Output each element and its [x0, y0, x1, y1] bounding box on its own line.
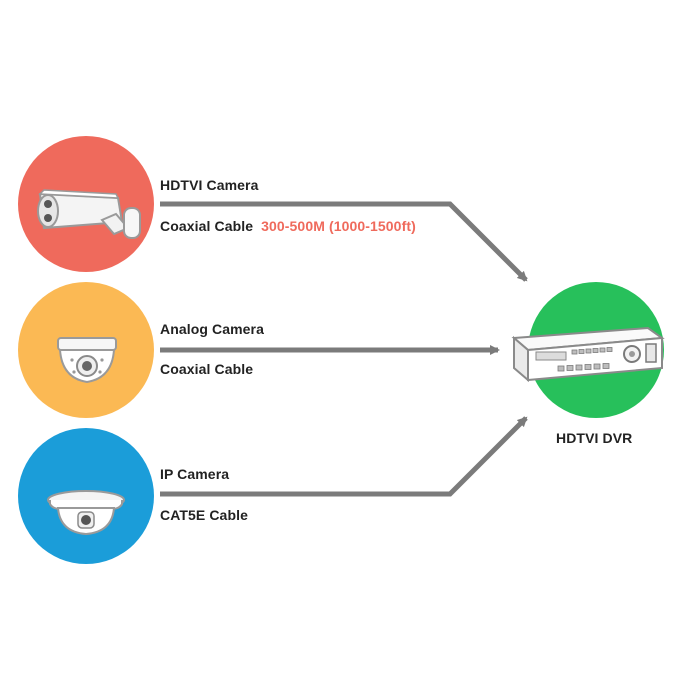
hdtvi-camera-label: HDTVI Camera: [160, 177, 259, 193]
dome-camera-icon: [57, 337, 117, 384]
hdtvi-distance-label: 300-500M (1000-1500ft): [261, 218, 416, 234]
hdtvi-connection-line: [160, 201, 528, 282]
hdtvi-cable-row: Coaxial Cable 300-500M (1000-1500ft): [160, 218, 416, 234]
ip-dome-camera-icon: [47, 490, 125, 536]
dvr-label: HDTVI DVR: [556, 430, 633, 446]
analog-camera-circle: [18, 282, 154, 418]
analog-cable-label: Coaxial Cable: [160, 361, 254, 377]
ip-camera-circle: [18, 428, 154, 564]
ip-cable-label: CAT5E Cable: [160, 507, 248, 523]
analog-camera-label: Analog Camera: [160, 321, 264, 337]
bullet-camera-icon: [37, 189, 141, 239]
ip-connection-line: [160, 416, 528, 497]
hdtvi-camera-circle: [18, 136, 154, 272]
ip-camera-label: IP Camera: [160, 466, 230, 482]
dvr-recorder-icon: [511, 326, 665, 383]
hdtvi-cable-label: Coaxial Cable: [160, 218, 254, 234]
dvr-circle: [511, 282, 665, 418]
